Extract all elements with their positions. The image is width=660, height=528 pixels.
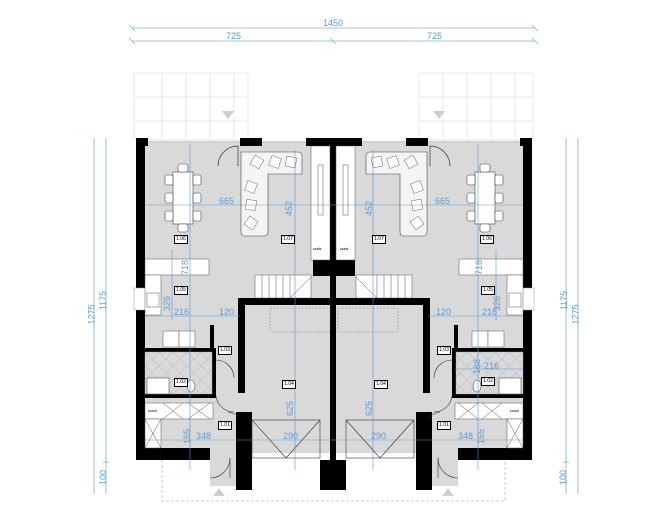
front-path-outline: [161, 460, 506, 502]
left-passage-dim: 120: [219, 307, 235, 317]
left-living-width-dim: 665: [219, 196, 235, 206]
entry-arrow-icon: [433, 111, 445, 119]
right-hall-width-dim: 348: [458, 431, 474, 441]
right-passage-dim: 120: [436, 307, 452, 317]
dining-table-icon: [164, 163, 504, 233]
right-garage-width-dim: 290: [371, 431, 387, 441]
left-garage-depth-dim: 625: [285, 400, 296, 417]
entry-arrow-icon: [222, 111, 234, 119]
right-kitchen-depth-dim: 718: [474, 259, 485, 276]
room-tag-dining: 1.06: [174, 235, 188, 244]
room-tag-dining: 1.06: [480, 235, 494, 244]
left-garage-width-dim: 290: [283, 431, 299, 441]
room-tag-bathroom: 1.02: [174, 378, 188, 387]
sofa-icon: [240, 151, 428, 237]
entry-arrow-icon: [442, 488, 454, 496]
overall-width-dim: 1450: [323, 18, 344, 28]
kitchen-counter: [144, 258, 524, 348]
boiler-label: kocioł: [148, 409, 157, 413]
right-half-width-dim: 725: [427, 31, 443, 41]
wardrobe-label: szafa: [340, 247, 349, 251]
right-living-depth-dim: 452: [364, 200, 375, 217]
terrace-grid: [133, 72, 534, 141]
stairs-icon: [254, 274, 413, 299]
right-hall-depth-dim: 165: [476, 428, 487, 445]
left-kitchen-side-dim: 326: [162, 295, 173, 312]
boiler-label: kocioł: [510, 409, 519, 413]
left-kitchen-width-dim: 216: [174, 307, 190, 317]
right-inner-depth-dim: 1175: [559, 290, 570, 311]
room-tag-kitchen: 1.05: [481, 286, 495, 295]
terrace-doors: [217, 145, 451, 167]
garage-door-icon: [251, 419, 415, 459]
room-tag-hall: 1.03: [218, 346, 232, 355]
room-tag-hall: 1.03: [437, 346, 451, 355]
left-hall-width-dim: 348: [196, 431, 212, 441]
wardrobe-label: szafa: [313, 247, 322, 251]
side-dimension-lines: [93, 138, 579, 494]
right-outer-depth-dim: 1275: [570, 304, 581, 325]
right-garage-depth-dim: 625: [364, 400, 375, 417]
left-inner-depth-dim: 1175: [98, 290, 109, 311]
room-tag-living: 1.07: [372, 235, 386, 244]
left-outer-depth-dim: 1275: [86, 304, 97, 325]
room-tag-vestibule: 1.01: [437, 421, 451, 430]
left-living-depth-dim: 452: [284, 200, 295, 217]
right-bath-depth-dim: 188: [472, 358, 483, 375]
interior-dimension-lines: [145, 145, 523, 470]
left-hall-depth-dim: 165: [182, 428, 193, 445]
room-tag-vestibule: 1.01: [218, 421, 232, 430]
wardrobe-boxes: [144, 402, 524, 449]
right-living-width-dim: 665: [435, 196, 451, 206]
right-bath-width-dim: 216: [484, 361, 500, 371]
walls: [136, 138, 532, 490]
right-kitchen-width-dim: 216: [482, 307, 498, 317]
room-tag-garage: 1.04: [374, 380, 388, 389]
left-half-width-dim: 725: [226, 31, 242, 41]
right-bottom-dim: 100: [558, 469, 569, 486]
entry-arrow-icon: [213, 488, 225, 496]
left-kitchen-depth-dim: 718: [180, 259, 191, 276]
room-tag-bathroom: 1.02: [481, 377, 495, 386]
room-tag-living: 1.07: [281, 235, 295, 244]
top-dimension-lines: [128, 24, 539, 45]
room-tag-kitchen: 1.05: [174, 286, 188, 295]
left-bottom-dim: 100: [98, 469, 109, 486]
room-tag-garage: 1.04: [282, 380, 296, 389]
